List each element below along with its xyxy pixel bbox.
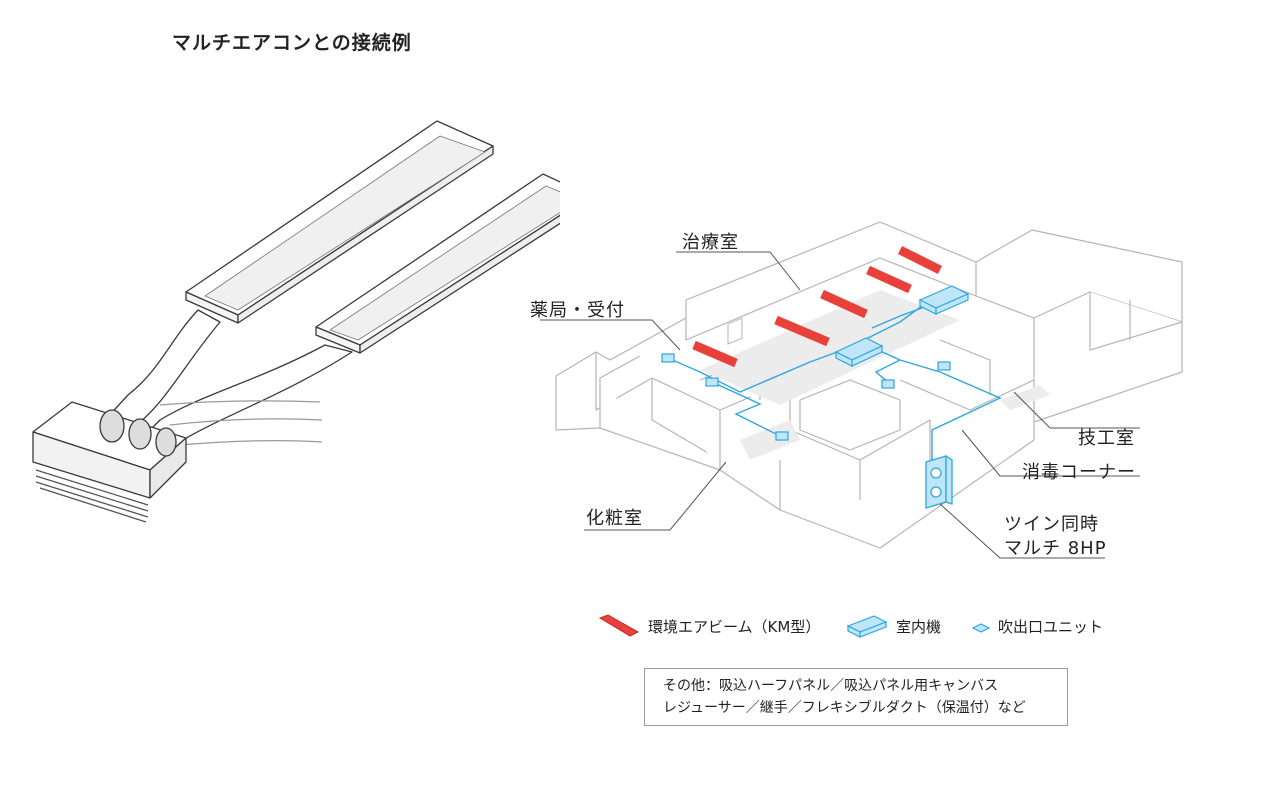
outlet-2	[705, 377, 719, 387]
outlet-1	[661, 353, 675, 363]
airbeam-5	[897, 245, 943, 275]
legend-outlet-icon	[971, 623, 991, 633]
legend-indoor-unit-icon	[846, 615, 888, 638]
label-outdoor-unit-line2: マルチ 8HP	[1004, 538, 1107, 559]
note-line-1: その他：吸込ハーフパネル／吸込パネル用キャンバス	[663, 678, 999, 694]
floor-plan-diagram	[540, 221, 1183, 559]
airbeam-3	[820, 289, 868, 319]
legend-outlet-label: 吹出口ユニット	[998, 618, 1104, 636]
page-title: マルチエアコンとの接続例	[172, 32, 412, 54]
outlet-3	[775, 431, 789, 441]
note-line-2: レジューサー／継手／フレキシブルダクト（保温付）など	[663, 700, 1026, 716]
airbeam-4	[866, 265, 912, 294]
label-powder-room: 化粧室	[586, 508, 643, 529]
label-outdoor-unit-line1: ツイン同時	[1004, 514, 1099, 535]
outdoor-unit	[925, 454, 953, 509]
label-lab-room: 技工室	[1078, 428, 1135, 449]
accessories-note-box: その他：吸込ハーフパネル／吸込パネル用キャンバス レジューサー／継手／フレキシブ…	[644, 668, 1068, 726]
airbeam-1	[692, 340, 738, 368]
airbeam-2	[774, 315, 830, 347]
legend-airbeam-label: 環境エアビーム（KM型）	[648, 618, 821, 636]
legend-indoor-unit-label: 室内機	[896, 618, 942, 636]
legend-airbeam-icon	[598, 614, 640, 637]
label-sterilization-corner: 消毒コーナー	[1022, 462, 1136, 483]
label-pharmacy-reception: 薬局・受付	[530, 300, 625, 321]
label-treatment-room: 治療室	[682, 232, 739, 253]
airbeam-product-illustration	[32, 120, 560, 523]
outlet-4	[881, 379, 895, 389]
outlet-5	[937, 361, 951, 371]
